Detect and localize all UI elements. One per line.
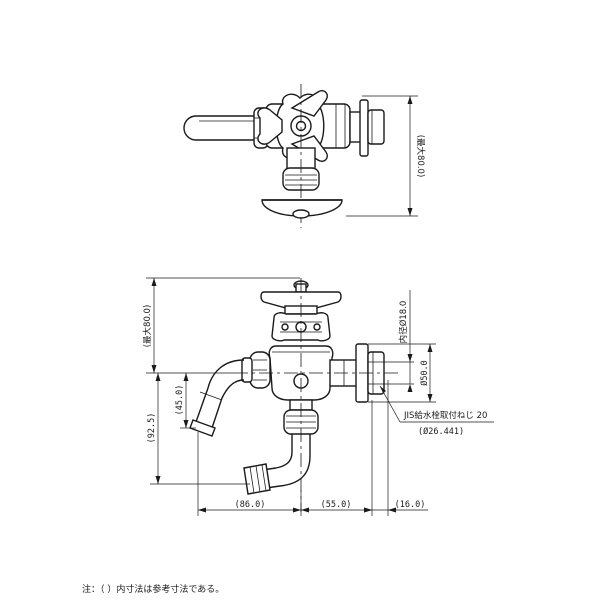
top-height-dimension xyxy=(346,95,418,217)
front-lower-spout xyxy=(243,434,311,495)
overall-height-label: (92.5) xyxy=(147,413,157,444)
inner-diameter-label: 内径Ø18.0 xyxy=(398,301,409,344)
front-height-label: (最大80.0) xyxy=(142,305,153,348)
front-dimensions xyxy=(146,277,494,516)
spout-offset-label: (45.0) xyxy=(175,385,185,416)
front-upper-spout xyxy=(189,359,245,437)
top-view xyxy=(183,84,418,228)
outer-diameter-label: Ø50.0 xyxy=(419,360,430,386)
footnote: 注：（ ）内寸法は参考寸法である。 xyxy=(82,585,225,595)
top-lower-handle xyxy=(261,199,343,219)
width-body-label: (55.0) xyxy=(321,500,352,510)
width-spout-label: (86.0) xyxy=(235,500,266,510)
top-height-label: (最大80.0) xyxy=(415,135,426,178)
width-thread-label: (16.0) xyxy=(395,500,426,510)
front-view xyxy=(189,278,400,512)
top-spout xyxy=(183,115,258,141)
front-spout-coupling xyxy=(241,351,271,389)
thread-dia-label: (Ø26.441) xyxy=(418,426,464,437)
top-flange xyxy=(349,99,385,157)
thread-spec-label: JIS給水栓取付ねじ 20 xyxy=(403,410,487,421)
